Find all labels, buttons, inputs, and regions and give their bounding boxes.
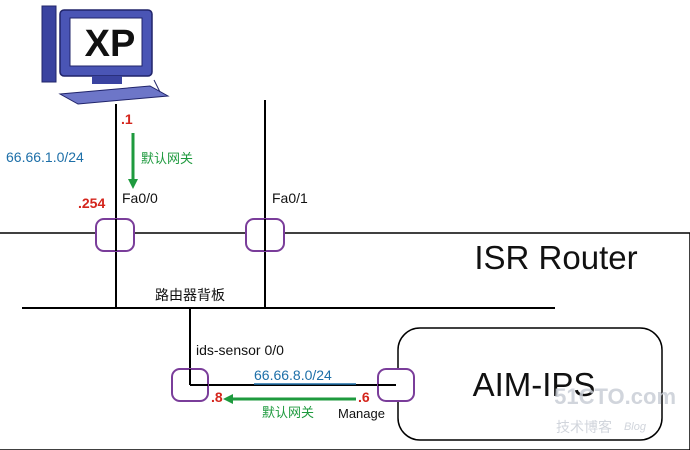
xp-computer-icon: XP (41, 5, 170, 105)
fa00-label: Fa0/0 (122, 190, 158, 206)
manage-label: Manage (338, 406, 385, 421)
module-network-label: 66.66.8.0/24 (254, 367, 332, 383)
network-top-label: 66.66.1.0/24 (6, 149, 84, 165)
fa00-ip: .254 (78, 195, 105, 211)
manage-ip: .6 (358, 389, 370, 405)
gateway-top-label: 默认网关 (141, 151, 193, 166)
module-gateway-label: 默认网关 (262, 405, 314, 420)
backplane-label: 路由器背板 (155, 287, 225, 303)
watermark-line3: Blog (624, 421, 647, 433)
watermark-line2: 技术博客 (556, 419, 612, 435)
isr-router-chassis (0, 232, 690, 450)
pc-host-ip: .1 (121, 111, 133, 127)
fa01-label: Fa0/1 (272, 190, 308, 206)
xp-label: XP (85, 23, 136, 65)
watermark-line1: 51CTO.com (554, 384, 676, 409)
aim-ips-title: AIM-IPS (473, 366, 596, 403)
site-watermark: 51CTO.com 技术博客 Blog (554, 384, 676, 435)
isr-router-title: ISR Router (474, 239, 637, 276)
sensor-ip: .8 (211, 389, 223, 405)
ids-sensor-label: ids-sensor 0/0 (196, 342, 284, 358)
